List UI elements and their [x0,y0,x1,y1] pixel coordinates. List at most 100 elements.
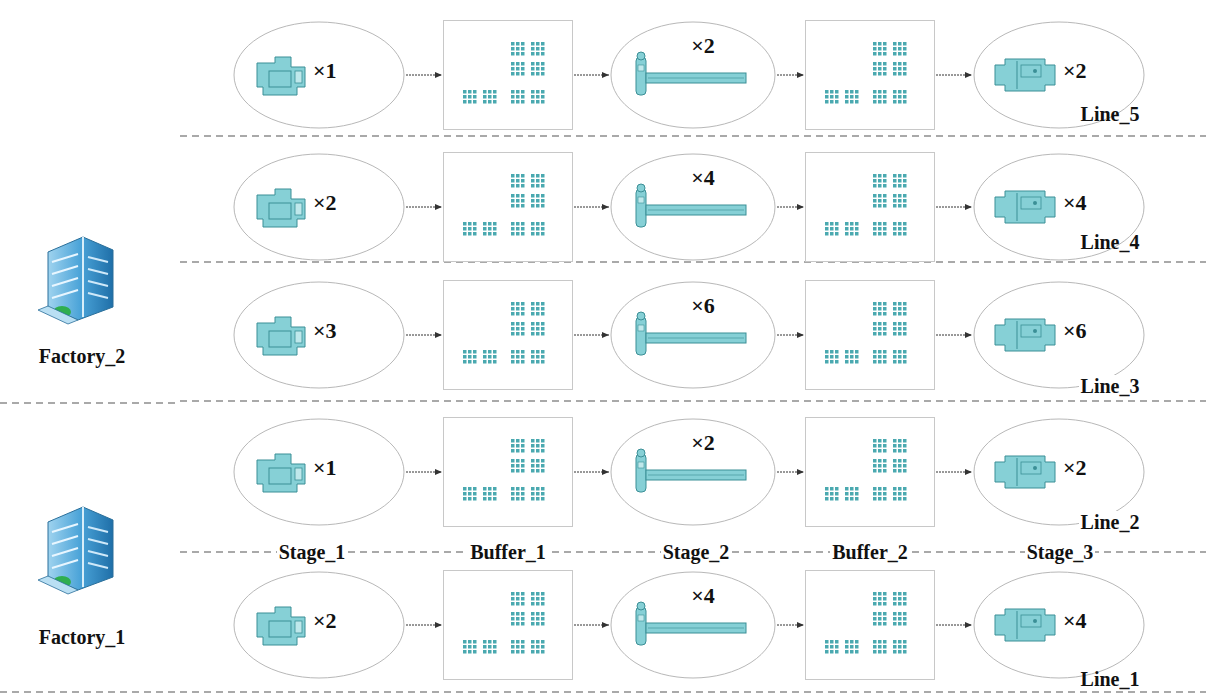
flow-arrow [574,75,609,76]
buffer-icon [463,439,545,501]
machine-icon [257,317,305,355]
buffer-box [805,152,935,262]
machine-icon [257,189,305,227]
column-label: Stage_3 [1025,541,1096,563]
dashed-separator [0,402,180,403]
buffer-icon [463,592,545,654]
flow-arrow [936,207,972,208]
buffer-box [443,280,573,390]
machine-icon [636,312,746,355]
buffer-icon [825,42,907,104]
buffer-icon [825,439,907,501]
flow-arrow [574,207,609,208]
factory-label: Factory_1 [39,626,126,648]
machine-count: ×2 [1063,60,1087,82]
flow-arrow [574,335,609,336]
factory-label: Factory_2 [39,345,126,367]
separator-lines [0,136,1206,692]
ellipse-outline [973,281,1145,389]
buffer-outline [443,20,573,130]
line-label: Line_3 [1079,375,1142,397]
flow-arrow [406,75,442,76]
line-label: Line_5 [1081,103,1140,125]
buffer-box [805,20,935,130]
machine-count: ×1 [313,457,337,479]
line-label: Line_2 [1079,511,1142,533]
column-label: Stage_1 [277,541,348,563]
line-label: Line_1 [1081,668,1140,690]
buffer-icon [463,42,545,104]
column-label: Buffer_2 [830,541,910,563]
machine-count: ×2 [313,192,337,214]
machine-count: ×4 [691,585,715,607]
buffer-outline [805,152,935,262]
dashed-separator [0,691,1206,692]
column-label: Stage_2 [661,541,732,563]
machine-count: ×3 [313,320,337,342]
buffer-outline [805,280,935,390]
machine-count: ×2 [1063,457,1087,479]
buffer-icon [463,302,545,364]
machine-icon [995,609,1055,641]
stage-ellipse: ×2 [233,153,405,261]
stage-ellipse: ×1 [233,21,405,129]
machine-icon [636,184,746,227]
buffer-box [443,152,573,262]
machine-icon [257,57,305,95]
buffer-icon [825,302,907,364]
machine-count: ×6 [1063,320,1087,342]
flow-arrow [406,207,442,208]
flow-arrow [777,472,804,473]
machine-icon [995,456,1055,488]
stage-ellipse: ×4 [610,153,776,261]
buffer-outline [443,570,573,680]
dashed-separator [180,261,1206,262]
buffer-box [805,417,935,527]
ellipse-outline [973,571,1145,679]
ellipse-outline [973,418,1145,526]
machine-icon [636,52,746,95]
stage-ellipse: ×2 [610,418,776,526]
flow-arrow [936,472,972,473]
machine-icon [636,602,746,645]
buffer-outline [443,417,573,527]
stage-ellipse: ×1 [233,418,405,526]
factory-building-icon [38,237,113,324]
machine-count: ×2 [313,610,337,632]
flow-arrow [777,75,804,76]
stage-ellipse: ×3 [233,281,405,389]
flow-arrow [936,625,972,626]
buffer-outline [805,417,935,527]
stage-ellipse: ×2 [233,571,405,679]
machine-icon [995,191,1055,223]
stage-ellipse: ×6 [610,281,776,389]
machine-icon [257,454,305,492]
column-label: Buffer_1 [468,541,548,563]
factory-building-icon [38,507,113,594]
buffer-icon [825,174,907,236]
buffer-box [805,570,935,680]
buffer-box [443,417,573,527]
stage-ellipse: ×4 [973,571,1145,679]
flow-arrow [406,472,442,473]
buffer-box [443,20,573,130]
machine-count: ×4 [1063,192,1087,214]
flow-arrow [777,625,804,626]
machine-icon [995,59,1055,91]
buffer-icon [825,592,907,654]
buffer-box [443,570,573,680]
flow-arrow [936,335,972,336]
buffer-outline [443,152,573,262]
buffer-icon [463,174,545,236]
machine-count: ×1 [313,60,337,82]
stage-ellipse: ×2 [610,21,776,129]
line-label: Line_4 [1081,231,1140,253]
machine-icon [257,607,305,645]
machine-count: ×6 [691,295,715,317]
dashed-separator [180,135,1206,136]
buffer-box [805,280,935,390]
dashed-separator [180,400,1206,401]
stage-ellipse: ×4 [610,571,776,679]
buffer-outline [443,280,573,390]
